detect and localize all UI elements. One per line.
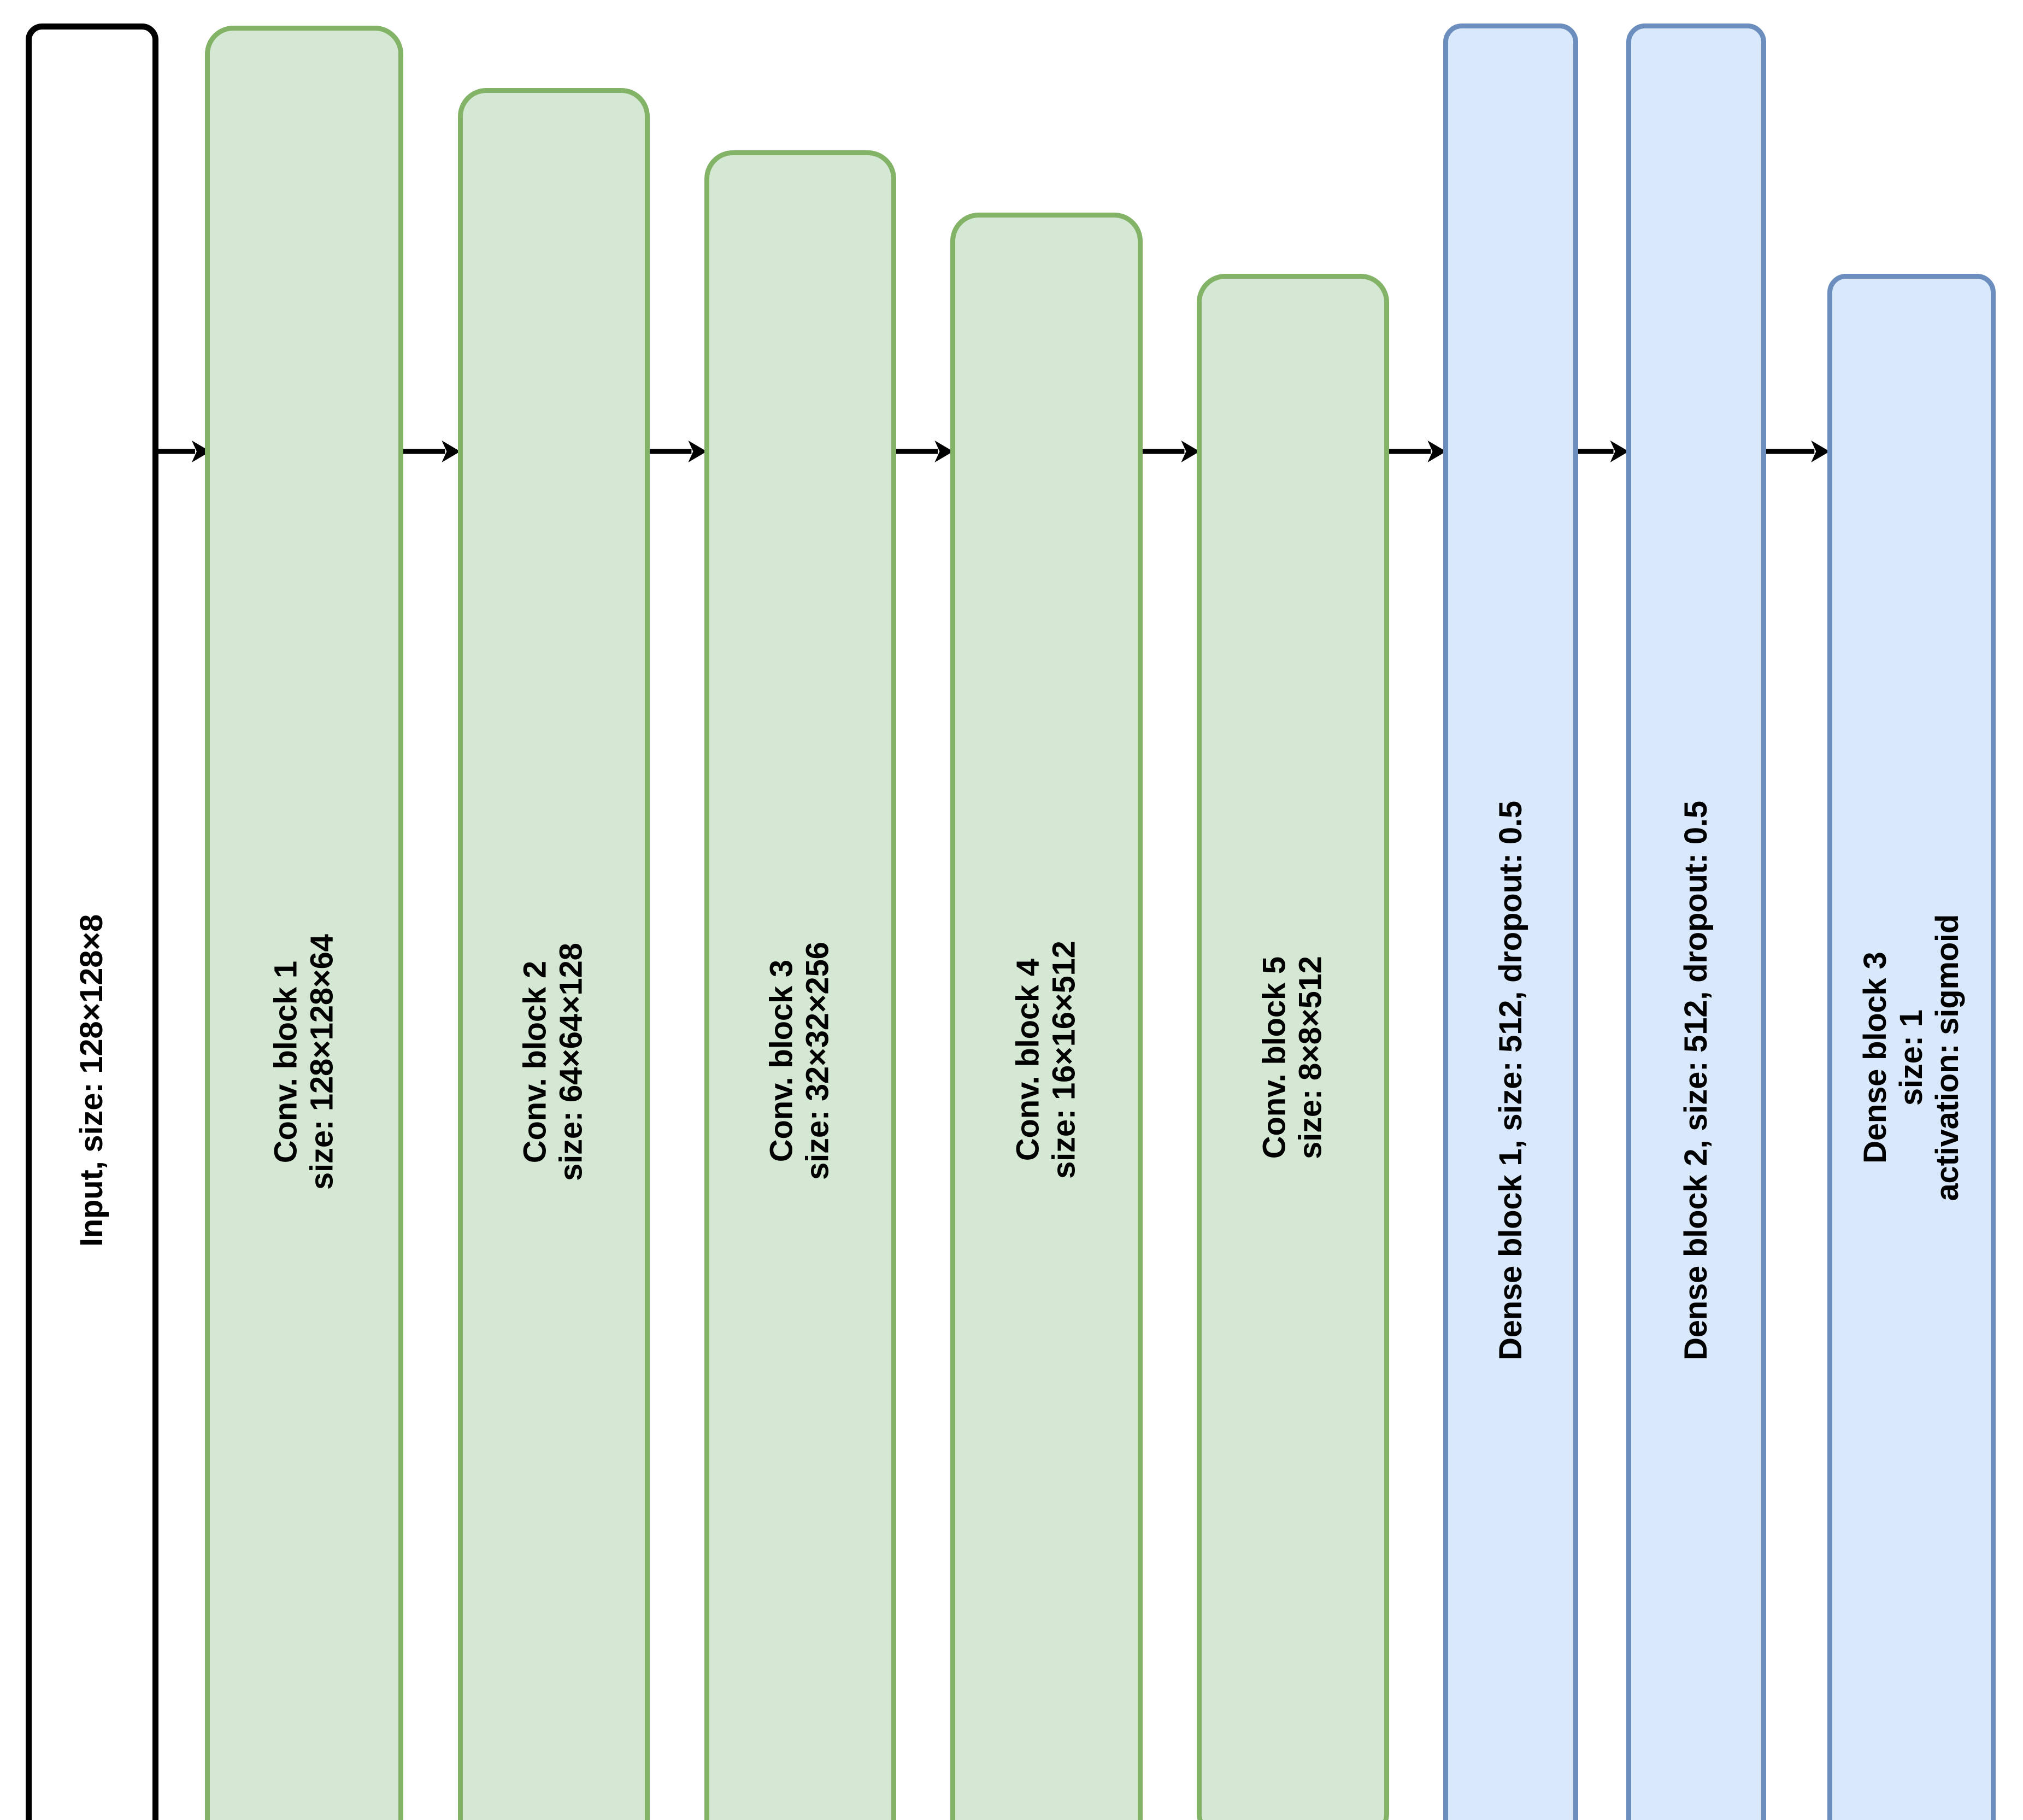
arrow-conv5-to-dense1 — [1389, 435, 1446, 468]
block-label-line: size: 128×128×64 — [304, 934, 340, 1190]
block-label-line: Dense block 1, size: 512, dropout: 0.5 — [1492, 800, 1528, 1360]
block-label-dense2: Dense block 2, size: 512, dropout: 0.5 — [1678, 801, 1714, 1360]
arrow-conv3-to-conv4 — [896, 435, 954, 468]
block-dense2[interactable]: Dense block 2, size: 512, dropout: 0.5 — [1626, 23, 1767, 1820]
block-label-line: Conv. block 3 — [764, 960, 800, 1163]
arrow-dense2-to-dense3 — [1766, 435, 1830, 468]
block-label-line: Conv. block 1 — [268, 961, 304, 1164]
block-label-line: size: 32×32×256 — [800, 942, 836, 1180]
arrow-conv2-to-conv3 — [649, 435, 707, 468]
block-label-line: size: 1 — [1893, 1009, 1929, 1106]
block-input[interactable]: Input, size: 128×128×8 — [26, 23, 158, 1820]
block-label-line: Conv. block 5 — [1256, 956, 1292, 1159]
block-label-line: Dense block 2, size: 512, dropout: 0.5 — [1678, 800, 1714, 1360]
block-label-line: Conv. block 2 — [517, 961, 554, 1164]
block-label-line: Dense block 3 — [1857, 952, 1893, 1164]
block-label-line: Input, size: 128×128×8 — [74, 914, 110, 1247]
block-label-input: Input, size: 128×128×8 — [74, 914, 110, 1247]
block-label-line: size: 8×8×512 — [1292, 956, 1328, 1159]
block-label-line: activation: sigmoid — [1929, 914, 1965, 1201]
block-label-dense1: Dense block 1, size: 512, dropout: 0.5 — [1493, 801, 1529, 1360]
block-label-line: size: 16×16×512 — [1046, 940, 1083, 1179]
arrow-conv1-to-conv2 — [403, 435, 461, 468]
arrow-dense1-to-dense2 — [1578, 435, 1629, 468]
block-dense1[interactable]: Dense block 1, size: 512, dropout: 0.5 — [1443, 23, 1579, 1820]
arrow-input-to-conv1 — [158, 435, 210, 468]
block-label-line: Conv. block 4 — [1010, 958, 1046, 1161]
block-label-line: size: 64×64×128 — [554, 943, 590, 1182]
arrow-conv4-to-conv5 — [1142, 435, 1200, 468]
